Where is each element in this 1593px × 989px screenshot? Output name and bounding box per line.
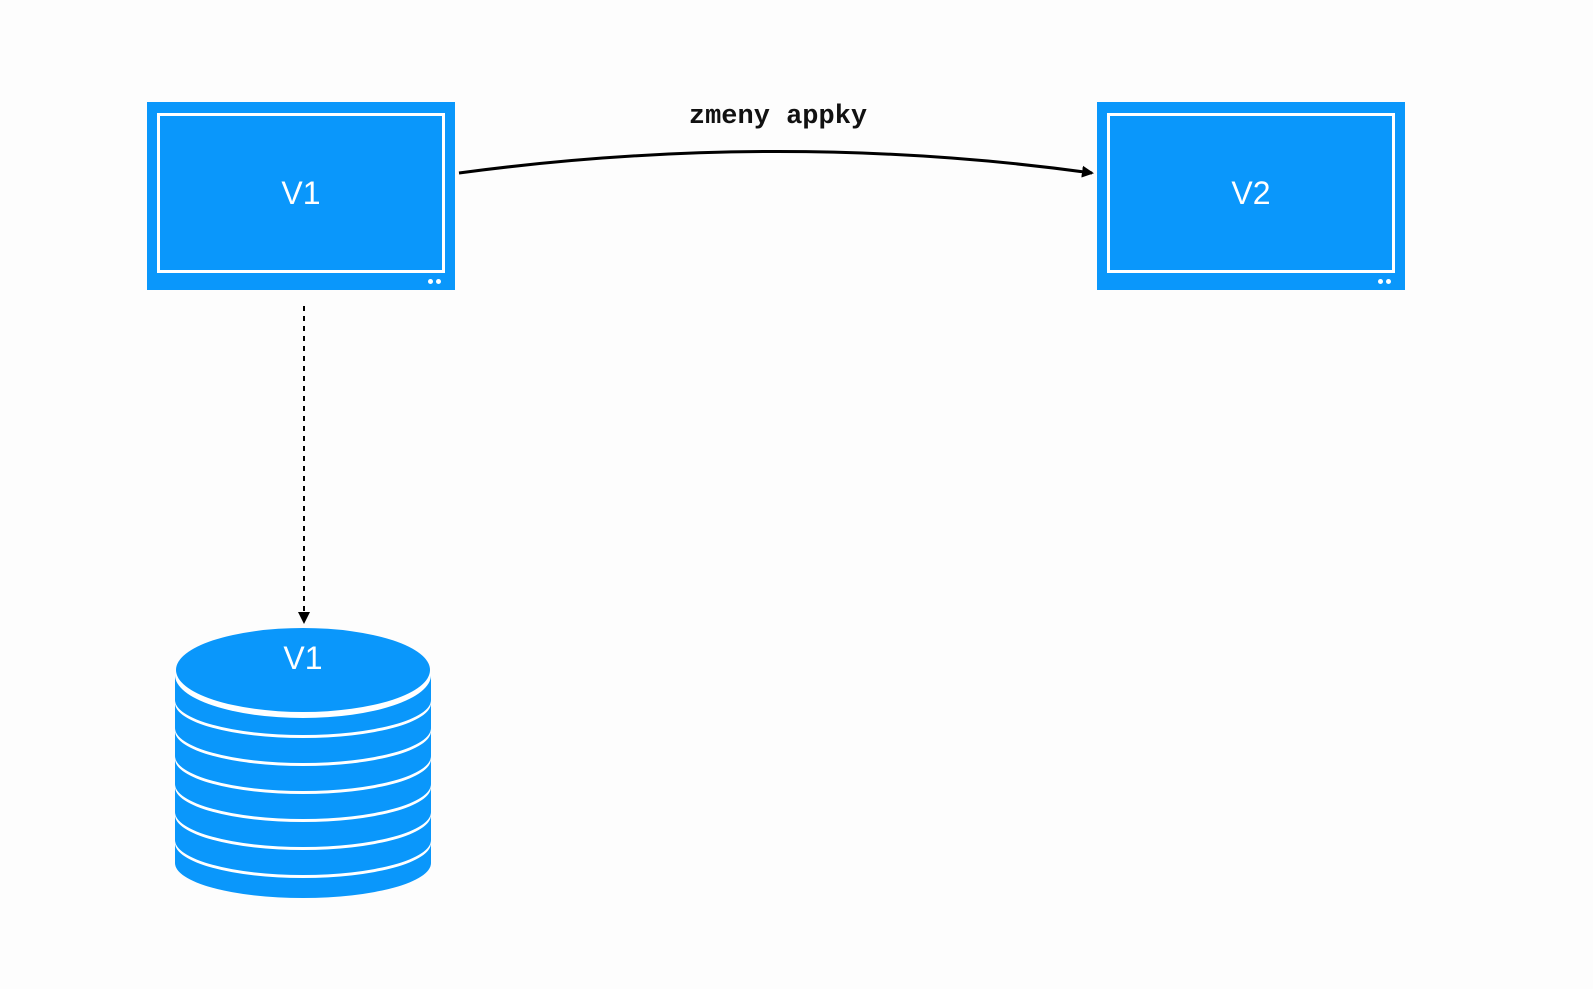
monitor-v2-label: V2 [1231, 174, 1271, 211]
db-connector-arrowhead [298, 612, 310, 624]
monitor-v2-screen: V2 [1107, 113, 1395, 273]
database-icon [175, 628, 431, 898]
monitor-v1-indicator-dots [428, 279, 441, 284]
database-label: V1 [283, 640, 323, 676]
change-arrow-label: zmeny appky [688, 102, 868, 132]
monitor-v1-screen: V1 [157, 113, 445, 273]
monitor-v2: V2 [1097, 102, 1405, 290]
monitor-v1-label: V1 [281, 174, 321, 211]
change-arrow [458, 150, 1094, 178]
monitor-v2-indicator-dots [1378, 279, 1391, 284]
monitor-v1: V1 [147, 102, 455, 290]
